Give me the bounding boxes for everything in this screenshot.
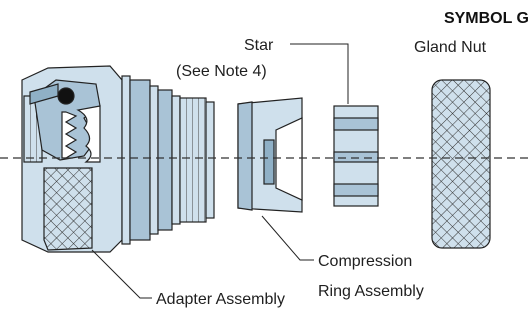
symbol-title: SYMBOL G <box>444 10 529 27</box>
adapter-assembly <box>21 65 215 253</box>
compression-label-line1: Compression <box>318 253 412 270</box>
compression-leader <box>261 215 314 261</box>
see-note-label: (See Note 4) <box>176 63 267 80</box>
adapter-assembly-label: Adapter Assembly <box>156 291 285 308</box>
gland-nut <box>431 79 491 249</box>
star-label: Star <box>244 37 274 54</box>
compression-label-line2: Ring Assembly <box>318 283 424 300</box>
gland-nut-label: Gland Nut <box>414 39 487 56</box>
star-leader <box>290 43 349 104</box>
star-part <box>333 105 379 207</box>
compression-ring <box>237 97 303 213</box>
adapter-leader <box>91 249 152 299</box>
